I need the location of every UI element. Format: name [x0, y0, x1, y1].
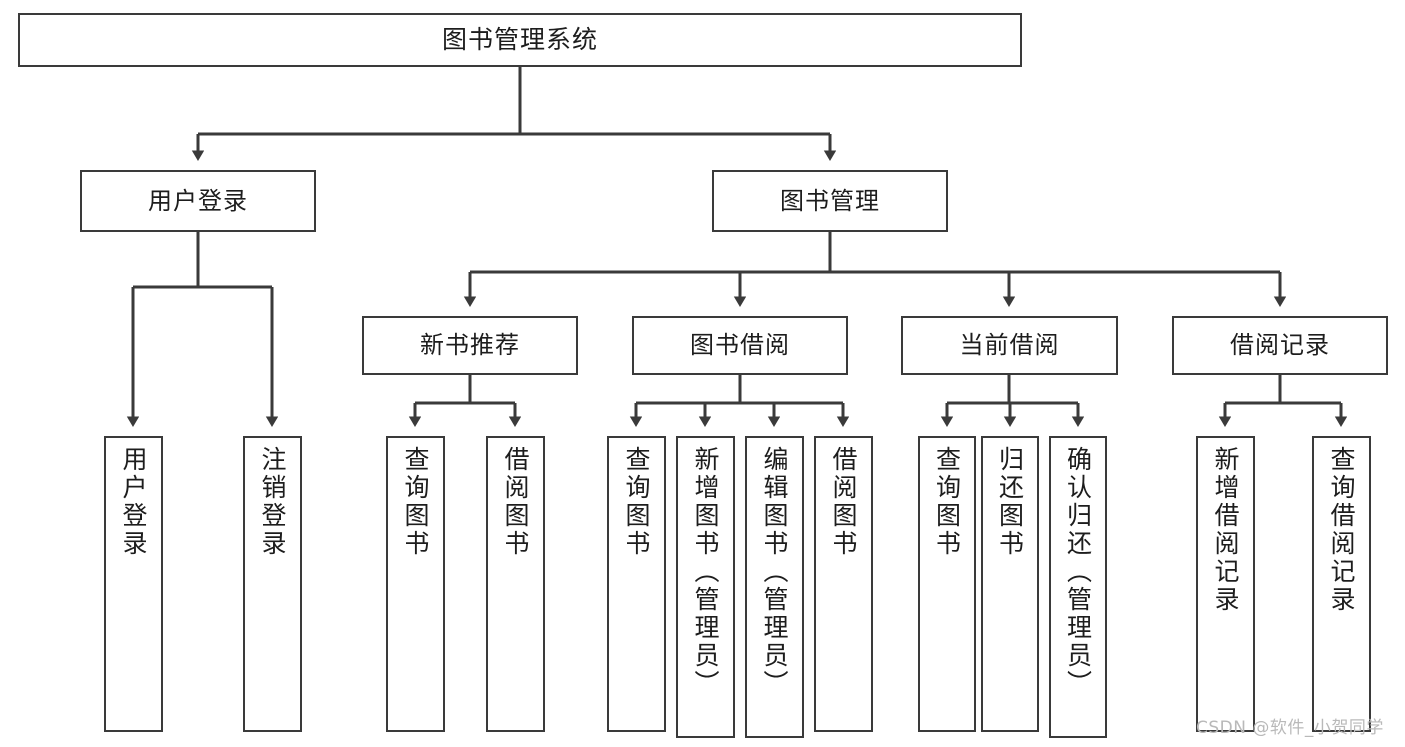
node-label: 新增图书（管理员） — [691, 446, 720, 698]
node-label: 借阅记录 — [1230, 331, 1330, 360]
node-leaf-edit-book[interactable]: 编辑图书（管理员） — [745, 436, 804, 738]
node-leaf-query-book-3[interactable]: 查询图书 — [918, 436, 976, 732]
node-book-manage[interactable]: 图书管理 — [712, 170, 948, 232]
node-label: 图书借阅 — [690, 331, 790, 360]
node-label: 用户登录 — [119, 446, 148, 558]
node-borrow-record[interactable]: 借阅记录 — [1172, 316, 1388, 375]
node-leaf-add-book[interactable]: 新增图书（管理员） — [676, 436, 735, 738]
node-book-borrow[interactable]: 图书借阅 — [632, 316, 848, 375]
watermark: CSDN @软件_小贺同学 — [1196, 718, 1384, 738]
node-leaf-borrow-book-1[interactable]: 借阅图书 — [486, 436, 545, 732]
node-leaf-query-record[interactable]: 查询借阅记录 — [1312, 436, 1371, 732]
node-label: 注销登录 — [258, 446, 287, 558]
node-label: 当前借阅 — [959, 331, 1060, 360]
node-leaf-user-login[interactable]: 用户登录 — [104, 436, 163, 732]
node-new-book-recommend[interactable]: 新书推荐 — [362, 316, 578, 375]
node-root[interactable]: 图书管理系统 — [18, 13, 1022, 67]
node-label: 借阅图书 — [829, 446, 858, 558]
node-label: 查询图书 — [932, 446, 962, 558]
node-leaf-user-logout[interactable]: 注销登录 — [243, 436, 302, 732]
node-label: 查询图书 — [401, 446, 430, 558]
node-leaf-return-book[interactable]: 归还图书 — [981, 436, 1039, 732]
node-label: 借阅图书 — [501, 446, 530, 558]
node-label: 编辑图书（管理员） — [760, 446, 789, 698]
node-label: 归还图书 — [995, 446, 1025, 558]
node-leaf-query-book-1[interactable]: 查询图书 — [386, 436, 445, 732]
node-leaf-add-record[interactable]: 新增借阅记录 — [1196, 436, 1255, 732]
node-user-login[interactable]: 用户登录 — [80, 170, 316, 232]
node-leaf-borrow-book-2[interactable]: 借阅图书 — [814, 436, 873, 732]
node-current-borrow[interactable]: 当前借阅 — [901, 316, 1118, 375]
node-label: 查询借阅记录 — [1327, 446, 1356, 614]
node-label: 图书管理系统 — [441, 25, 598, 55]
node-label: 用户登录 — [148, 186, 248, 215]
node-label: 查询图书 — [622, 446, 651, 558]
node-label: 图书管理 — [780, 186, 880, 215]
node-label: 确认归还（管理员） — [1063, 446, 1093, 698]
node-label: 新书推荐 — [420, 331, 520, 360]
node-leaf-query-book-2[interactable]: 查询图书 — [607, 436, 666, 732]
node-label: 新增借阅记录 — [1211, 446, 1240, 614]
node-leaf-confirm-return[interactable]: 确认归还（管理员） — [1049, 436, 1107, 738]
